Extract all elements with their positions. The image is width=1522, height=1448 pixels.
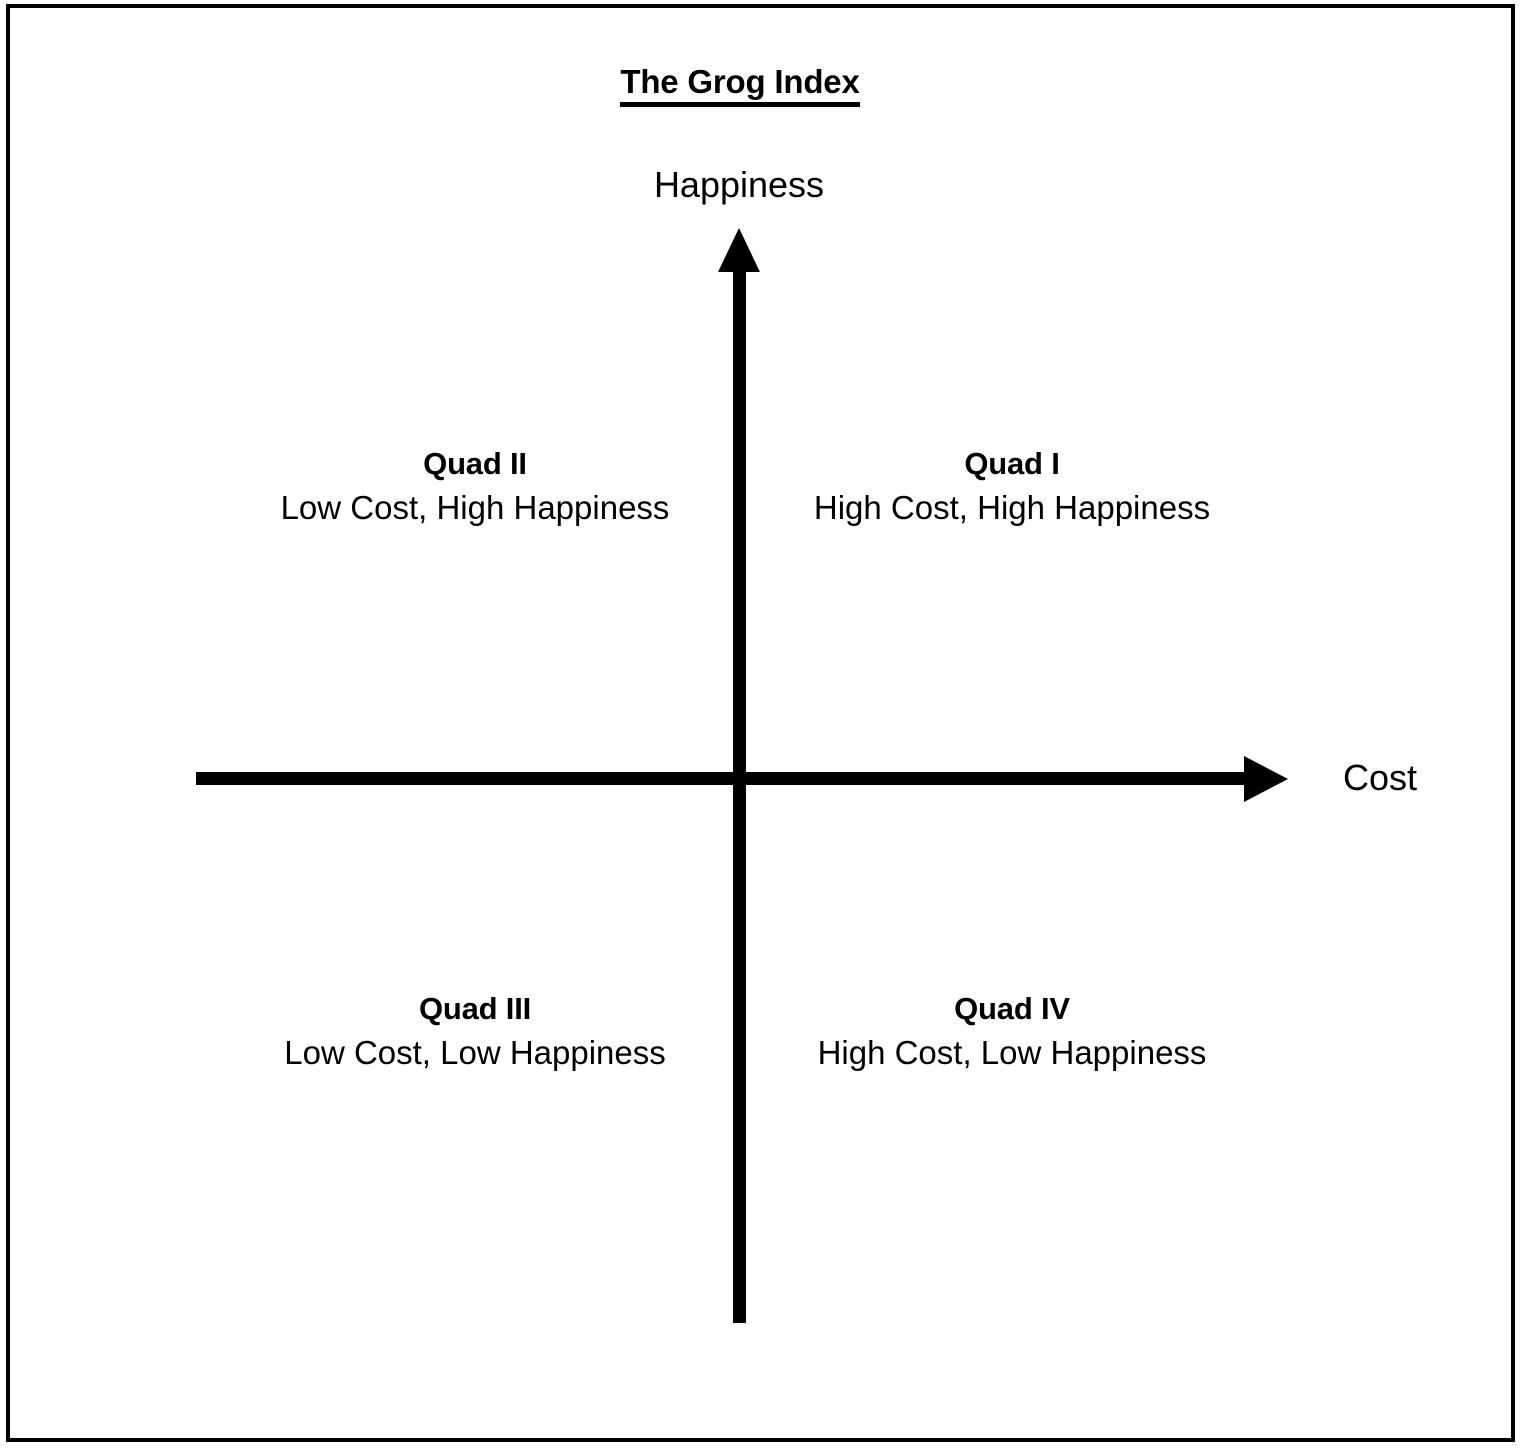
x-axis-arrowhead-icon bbox=[1244, 756, 1288, 802]
quadrant-3: Quad III Low Cost, Low Happiness bbox=[195, 987, 755, 1075]
x-axis-label: Cost bbox=[1343, 757, 1418, 798]
quadrant-2-title: Quad II bbox=[423, 446, 527, 481]
y-axis-label: Happiness bbox=[653, 164, 825, 205]
quadrant-4: Quad IV High Cost, Low Happiness bbox=[732, 987, 1292, 1075]
page-title: The Grog Index bbox=[0, 62, 1480, 107]
x-axis-line bbox=[196, 772, 1248, 785]
quadrant-2-description: Low Cost, High Happiness bbox=[280, 489, 670, 526]
quadrant-2: Quad II Low Cost, High Happiness bbox=[195, 442, 755, 530]
quadrant-1-title: Quad I bbox=[964, 446, 1060, 481]
quadrant-1-description: High Cost, High Happiness bbox=[813, 489, 1211, 526]
quadrant-4-description: High Cost, Low Happiness bbox=[817, 1034, 1207, 1071]
diagram-border bbox=[6, 4, 1515, 1442]
quadrant-1: Quad I High Cost, High Happiness bbox=[732, 442, 1292, 530]
quadrant-4-title: Quad IV bbox=[954, 991, 1070, 1026]
quadrant-3-description: Low Cost, Low Happiness bbox=[284, 1034, 666, 1071]
page-title-text: The Grog Index bbox=[620, 63, 860, 107]
y-axis-line bbox=[733, 268, 746, 1323]
quadrant-3-title: Quad III bbox=[418, 991, 532, 1026]
y-axis-arrowhead-icon bbox=[718, 228, 760, 272]
